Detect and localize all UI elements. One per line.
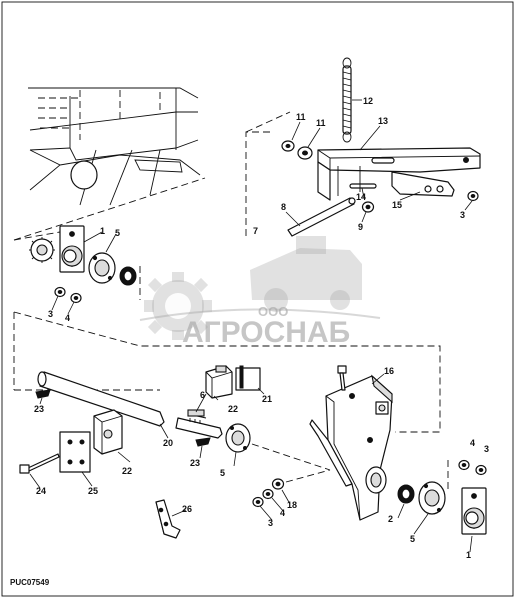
callout-9: 9: [358, 222, 363, 232]
watermark-brand: АГРОСНАБ: [182, 316, 350, 349]
lever-bracket: [391, 171, 455, 197]
callout-18: 18: [287, 500, 297, 510]
callout-7: 7: [253, 226, 258, 236]
watermark: ООО АГРОСНАБ: [139, 236, 381, 349]
callout-20: 20: [163, 438, 173, 448]
callout-1: 1: [100, 226, 105, 236]
sprocket-group: [13, 225, 141, 304]
diagram-code: PUC07549: [10, 578, 50, 587]
watermark-company: ООО: [258, 304, 288, 319]
callout-12: 12: [363, 96, 373, 106]
callout-2: 2: [388, 514, 393, 524]
callout-3: 3: [460, 210, 465, 220]
callout-26: 26: [182, 504, 192, 514]
callout-3: 3: [268, 518, 273, 528]
callout-5: 5: [115, 228, 120, 238]
callout-11: 11: [296, 112, 306, 122]
tension-spring: [342, 57, 352, 143]
shaft-group: [13, 311, 441, 474]
callout-labels: 11 11 12 13 14 15 8 9 3 7 1 5 3 4 23 20 …: [10, 96, 489, 587]
callout-13: 13: [378, 116, 388, 126]
bolt: [27, 453, 60, 472]
callout-1: 1: [466, 550, 471, 560]
machine-body: [13, 87, 206, 241]
callout-3: 3: [48, 309, 53, 319]
mounting-plate: [59, 431, 91, 473]
callout-21: 21: [262, 394, 272, 404]
lower-right-hardware: [252, 459, 487, 535]
callout-23: 23: [34, 404, 44, 414]
lever-assembly: [245, 57, 481, 237]
support-bracket: [309, 365, 393, 521]
hub-opening: [70, 160, 98, 190]
stub-shaft: [175, 417, 223, 439]
woodruff-key: [195, 437, 211, 447]
callout-3: 3: [484, 444, 489, 454]
callout-24: 24: [36, 486, 46, 496]
gear-logo-icon: [144, 272, 212, 340]
woodruff-key: [35, 389, 51, 399]
callout-16: 16: [384, 366, 394, 376]
callout-4: 4: [280, 508, 285, 518]
callout-4: 4: [65, 313, 70, 323]
pin: [349, 183, 377, 189]
callout-15: 15: [392, 200, 402, 210]
angle-bracket: [155, 499, 181, 539]
callout-6: 6: [200, 390, 205, 400]
leader-lines: [29, 99, 473, 553]
callout-5: 5: [220, 468, 225, 478]
callout-5: 5: [410, 534, 415, 544]
callout-4: 4: [470, 438, 475, 448]
callout-14: 14: [356, 192, 366, 202]
harvester-logo-icon: [139, 236, 381, 321]
lever-shaft: [287, 197, 355, 237]
lever-arm: [317, 147, 481, 173]
callout-11: 11: [316, 118, 326, 128]
callout-8: 8: [281, 202, 286, 212]
callout-25: 25: [88, 486, 98, 496]
callout-23: 23: [190, 458, 200, 468]
callout-22: 22: [228, 404, 238, 414]
callout-22: 22: [122, 466, 132, 476]
